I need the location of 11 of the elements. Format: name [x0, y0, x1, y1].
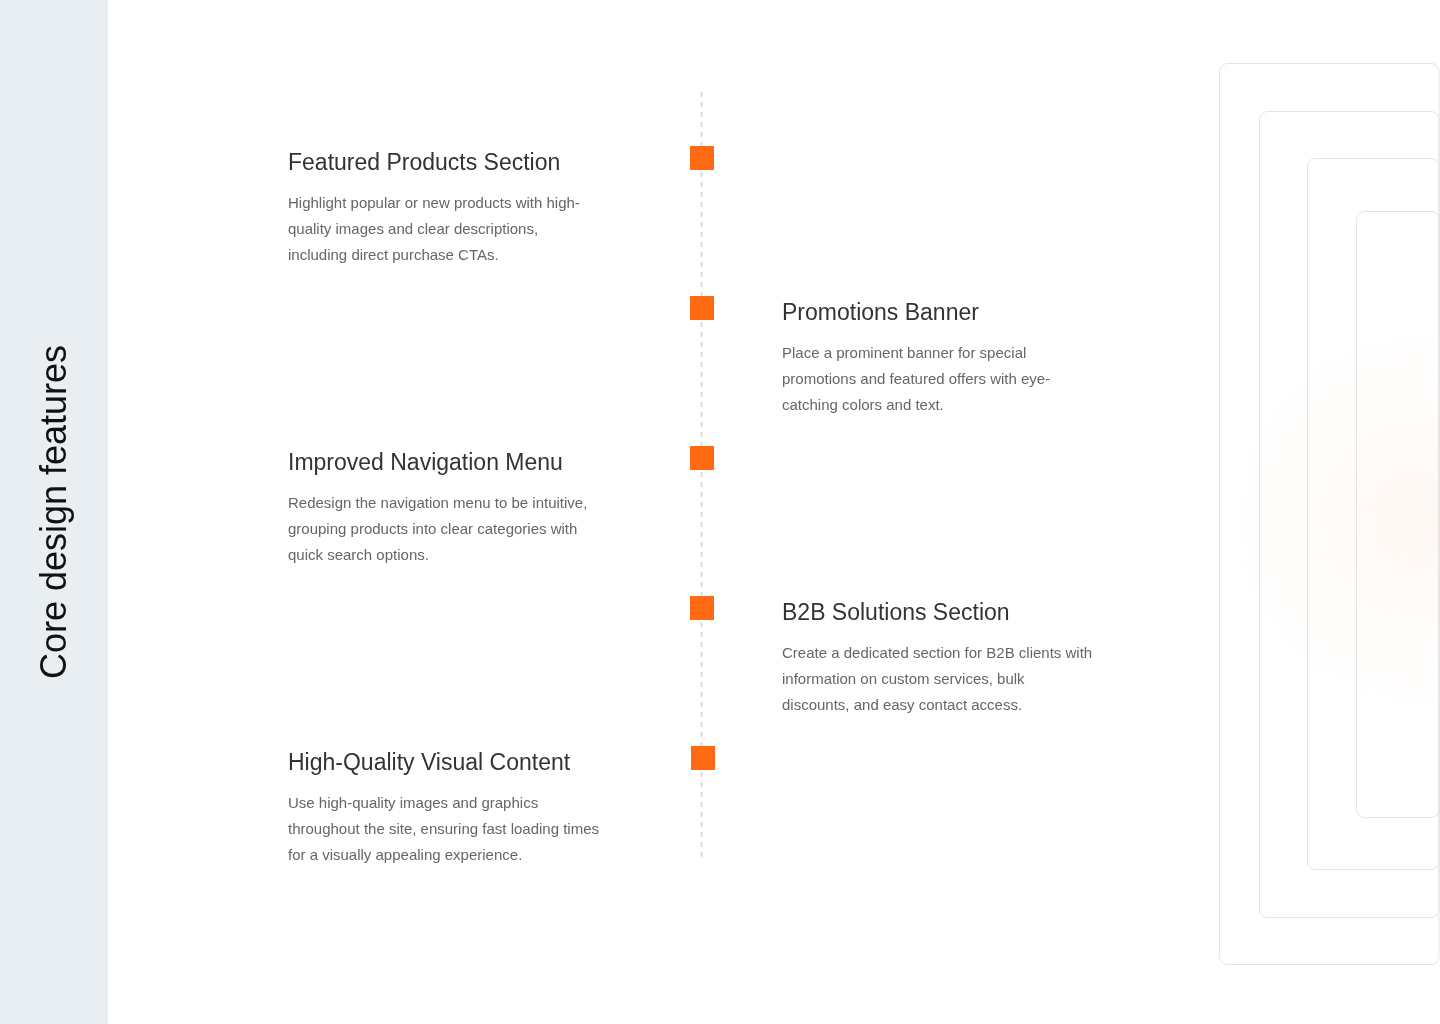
feature-description: Place a prominent banner for special promotions and featured offers with eye-catching colors and text.: [782, 343, 1052, 415]
feature-description: Highlight popular or new products with high-quality images and clear descriptions, including direct purchase CTAs.: [288, 193, 581, 265]
feature-heading: Promotions Banner: [782, 298, 980, 326]
feature-heading: High-Quality Visual Content: [288, 748, 572, 776]
sidebar-title: Core design features: [34, 344, 74, 680]
feature-description: Create a dedicated section for B2B clients with information on custom services, bulk discounts, and easy contact access.: [782, 643, 1094, 715]
feature-heading: Featured Products Section: [288, 148, 562, 176]
feature-heading: Improved Navigation Menu: [288, 448, 564, 476]
feature-description: Use high-quality images and graphics throughout the site, ensuring fast loading times for a visually appealing experience.: [288, 793, 601, 865]
feature-description: Redesign the navigation menu to be intuitive, grouping products into clear categories with quick search options.: [288, 493, 589, 565]
feature-heading: B2B Solutions Section: [782, 598, 1011, 626]
